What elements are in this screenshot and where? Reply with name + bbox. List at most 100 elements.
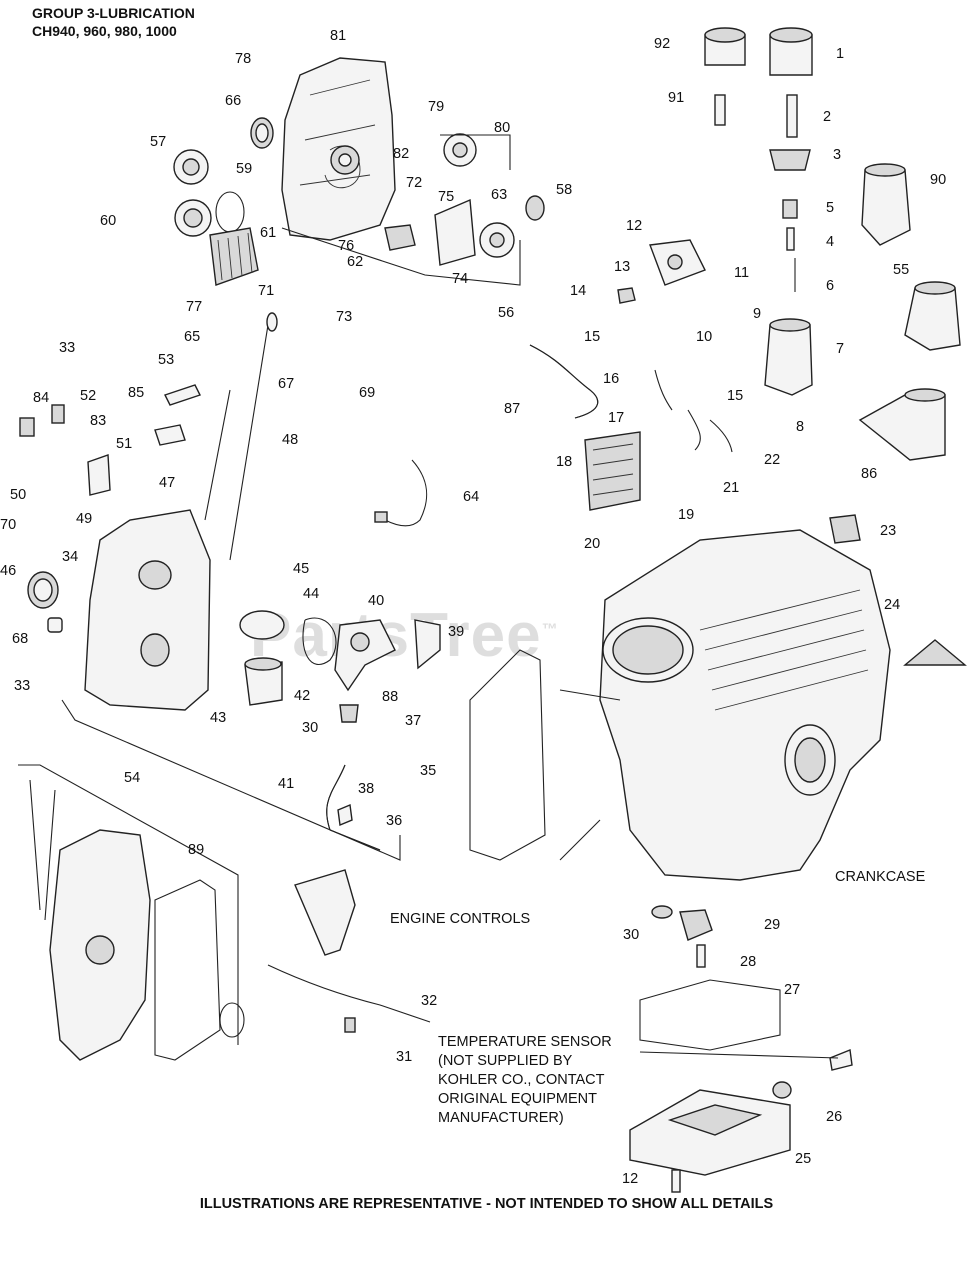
part-number-label: 42: [294, 688, 311, 704]
footer-disclaimer: ILLUSTRATIONS ARE REPRESENTATIVE - NOT I…: [199, 1196, 774, 1212]
part-number-label: 3: [833, 147, 842, 163]
part-number-label: 51: [116, 436, 133, 452]
engine-controls-bracket: [294, 869, 356, 956]
part-number-label: 30: [302, 720, 319, 736]
part-number-label: 89: [188, 842, 205, 858]
part-number-label: 17: [608, 410, 625, 426]
part-number-label: 48: [282, 432, 299, 448]
part-number-label: 82: [393, 146, 410, 162]
label-decal: [903, 639, 967, 666]
part-number-label: 53: [158, 352, 175, 368]
part-number-label: 83: [90, 413, 107, 429]
part-number-label: 79: [428, 99, 445, 115]
part-number-label: 10: [696, 329, 713, 345]
part-number-label: 81: [330, 28, 347, 44]
part-number-label: 12: [626, 218, 643, 234]
part-number-label: 57: [150, 134, 167, 150]
part-number-label: 43: [210, 710, 227, 726]
part-number-label: 2: [823, 109, 832, 125]
part-number-label: 45: [293, 561, 310, 577]
part-number-label: 40: [368, 593, 385, 609]
part-number-label: 60: [100, 213, 117, 229]
part-number-label: 91: [668, 90, 685, 106]
part-number-label: 80: [494, 120, 511, 136]
part-number-label: 21: [723, 480, 740, 496]
part-number-label: 36: [386, 813, 403, 829]
part-number-label: 88: [382, 689, 399, 705]
part-number-label: 74: [452, 271, 469, 287]
part-number-label: 87: [504, 401, 521, 417]
part-number-label: 19: [678, 507, 695, 523]
part-number-label: 23: [880, 523, 897, 539]
part-number-label: 61: [260, 225, 277, 241]
part-number-label: 52: [80, 388, 97, 404]
part-number-label: 15: [584, 329, 601, 345]
part-number-label: 1: [836, 46, 845, 62]
part-number-label: 58: [556, 182, 573, 198]
part-number-label: 59: [236, 161, 253, 177]
part-number-label: 76: [338, 238, 355, 254]
part-number-label: 54: [124, 770, 141, 786]
part-number-label: 71: [258, 283, 275, 299]
part-number-label: 24: [884, 597, 901, 613]
part-number-label: 46: [0, 563, 17, 579]
oil-filter-adapter: [239, 610, 441, 851]
part-number-label: 14: [570, 283, 587, 299]
part-number-label: 32: [421, 993, 438, 1009]
part-number-label: 30: [623, 927, 640, 943]
part-number-label: 69: [359, 385, 376, 401]
part-number-label: 62: [347, 254, 364, 270]
part-number-label: 33: [59, 340, 76, 356]
part-number-label: 9: [753, 306, 762, 322]
part-number-label: 12: [622, 1171, 639, 1187]
part-number-label: 5: [826, 200, 835, 216]
part-number-label: 78: [235, 51, 252, 67]
part-number-label: 55: [893, 262, 910, 278]
part-number-label: 65: [184, 329, 201, 345]
part-number-label: 41: [278, 776, 295, 792]
part-number-label: 49: [76, 511, 93, 527]
part-number-label: 6: [826, 278, 835, 294]
oil-pan-group: [629, 905, 853, 1193]
part-number-label: 18: [556, 454, 573, 470]
part-number-label: 25: [795, 1151, 812, 1167]
part-number-label: 50: [10, 487, 27, 503]
part-number-label: 34: [62, 549, 79, 565]
wire-harness: [267, 964, 431, 1023]
part-number-label: 68: [12, 631, 29, 647]
part-number-label: 4: [826, 234, 835, 250]
part-number-label: 70: [0, 517, 17, 533]
part-number-label: 33: [14, 678, 31, 694]
temperature-sensor-note: TEMPERATURE SENSOR (NOT SUPPLIED BY KOHL…: [438, 1034, 612, 1126]
watermark: PartsTree™: [250, 601, 559, 670]
part-number-label: 72: [406, 175, 423, 191]
part-number-label: 16: [603, 371, 620, 387]
part-number-label: 90: [930, 172, 947, 188]
part-number-label: 85: [128, 385, 145, 401]
closure-plate: [84, 509, 211, 711]
part-number-label: 84: [33, 390, 50, 406]
part-number-label: 37: [405, 713, 422, 729]
part-number-label: 20: [584, 536, 601, 552]
part-number-label: 86: [861, 466, 878, 482]
part-number-label: 11: [734, 265, 750, 281]
crankcase-label: CRANKCASE: [835, 869, 926, 885]
oil-filter-group: [529, 27, 961, 511]
part-number-label: 28: [740, 954, 757, 970]
part-number-label: 26: [826, 1109, 843, 1125]
sensor-wire: [384, 459, 428, 527]
part-number-label: 63: [491, 187, 508, 203]
part-number-label: 29: [764, 917, 781, 933]
part-number-label: 39: [448, 624, 465, 640]
crankcase: [559, 529, 891, 881]
part-number-label: 22: [764, 452, 781, 468]
model-list: CH940, 960, 980, 1000: [32, 23, 177, 39]
part-number-label: 31: [396, 1049, 413, 1065]
closure-plate-assembly: [18, 764, 245, 1061]
part-number-label: 15: [727, 388, 744, 404]
gear-cover-assembly: [281, 57, 521, 286]
part-number-label: 8: [796, 419, 805, 435]
crankcase-gasket: [469, 649, 546, 861]
part-number-label: 66: [225, 93, 242, 109]
